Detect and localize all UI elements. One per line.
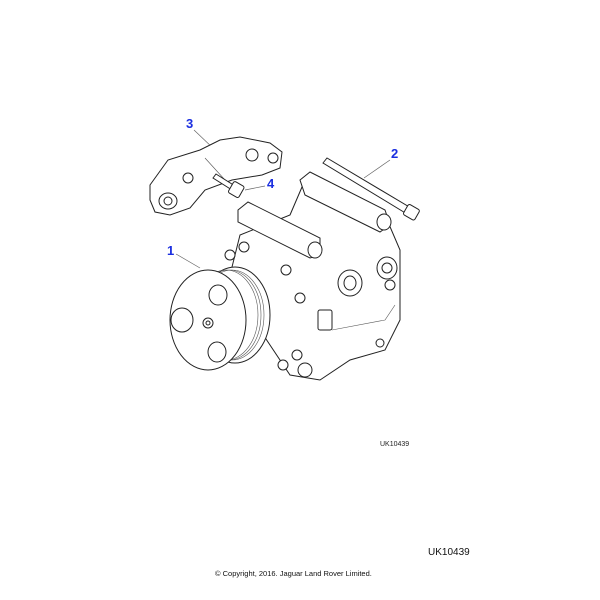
callout-1[interactable]: 1 — [167, 243, 175, 258]
callout-2[interactable]: 2 — [391, 146, 399, 161]
callout-4[interactable]: 4 — [267, 176, 275, 191]
long-bolt-drawing — [322, 157, 420, 221]
illustration-reference: UK10439 — [428, 547, 470, 558]
illustration-reference-small: UK10439 — [380, 441, 410, 448]
compressor-drawing — [169, 171, 401, 381]
callout-3[interactable]: 3 — [186, 116, 194, 131]
bracket-bolt-drawing — [212, 173, 245, 198]
copyright-notice: © Copyright, 2016. Jaguar Land Rover Lim… — [215, 569, 372, 578]
